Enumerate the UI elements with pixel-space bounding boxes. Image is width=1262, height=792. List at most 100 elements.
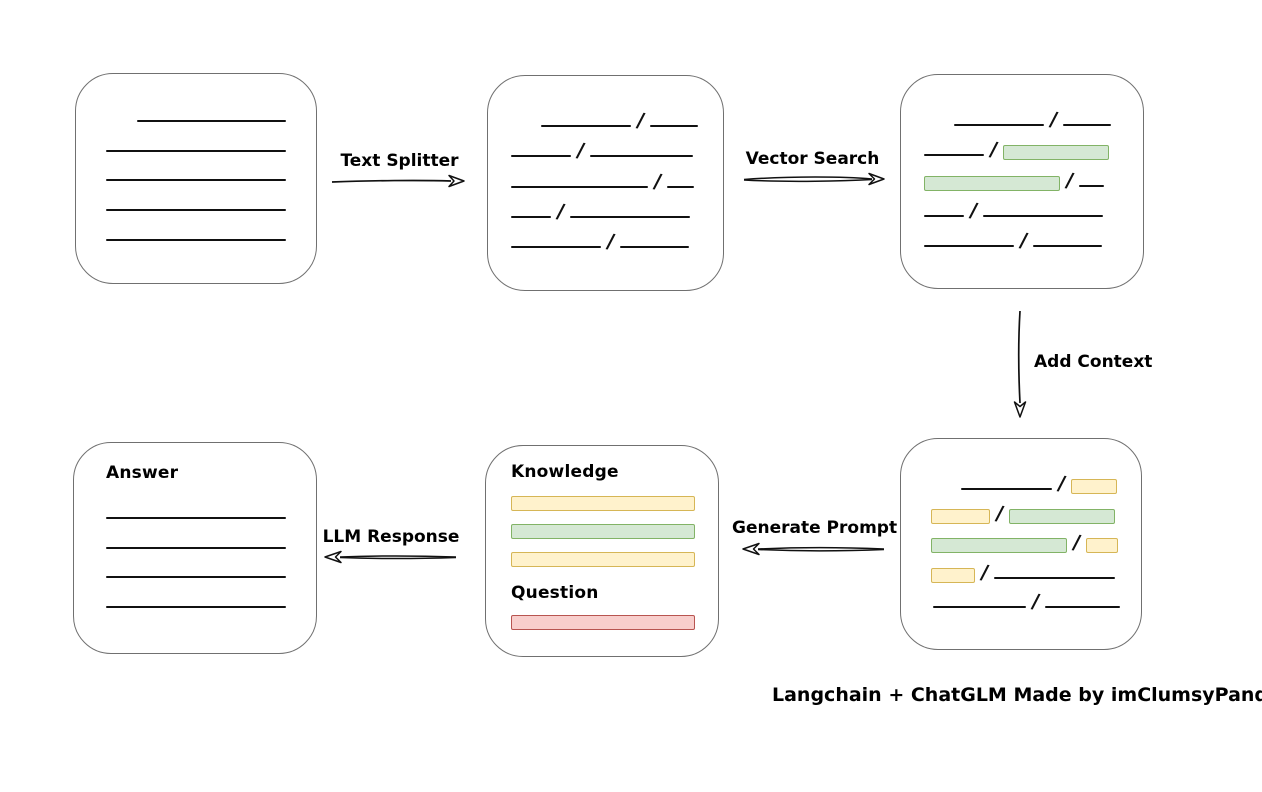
- llm-response-arrow: [324, 550, 457, 564]
- prompt-node: Knowledge Question: [485, 445, 719, 657]
- text-row: /: [931, 525, 1119, 555]
- slash-separator: /: [605, 228, 617, 254]
- text-row: [106, 157, 286, 182]
- green-highlight-bar: [511, 524, 695, 539]
- text-row: /: [924, 163, 1105, 192]
- knowledge-bars: [511, 496, 695, 580]
- slash-separator: /: [968, 197, 980, 223]
- text-line: [667, 185, 695, 188]
- question-heading: Question: [511, 583, 599, 603]
- yellow-highlight-bar: [511, 496, 695, 511]
- green-highlight-bar: [1009, 508, 1116, 524]
- text-line: [106, 576, 286, 579]
- text-line: [106, 517, 286, 519]
- generate-prompt-label: Generate Prompt: [732, 518, 898, 538]
- slash-separator: /: [1071, 529, 1083, 555]
- text-row: /: [511, 164, 695, 194]
- text-splitter-arrow: [331, 174, 465, 188]
- text-row: /: [924, 223, 1103, 253]
- text-row: /: [511, 194, 691, 224]
- text-line: [541, 125, 631, 127]
- text-line: [106, 149, 286, 152]
- text-line: [961, 488, 1052, 490]
- text-line: [1045, 606, 1121, 608]
- yellow-highlight-bar: [931, 567, 975, 583]
- text-row: /: [961, 466, 1118, 496]
- slash-separator: /: [1056, 470, 1068, 496]
- yellow-highlight-bar: [931, 508, 990, 524]
- text-line: [994, 576, 1116, 579]
- green-highlight-bar: [924, 175, 1060, 191]
- answer-node: Answer: [73, 442, 317, 654]
- text-line: [954, 124, 1044, 126]
- credit-caption: Langchain + ChatGLM Made by imClumsyPand…: [772, 684, 1262, 706]
- answer-heading: Answer: [106, 463, 179, 483]
- yellow-highlight-bar: [1086, 538, 1119, 553]
- text-line: [1063, 124, 1112, 126]
- context-text-node: /////: [900, 438, 1142, 650]
- slash-separator: /: [1048, 106, 1060, 132]
- text-row: /: [924, 193, 1104, 223]
- slash-separator: /: [988, 136, 1000, 162]
- text-row: /: [931, 555, 1116, 584]
- slash-separator: /: [979, 559, 991, 584]
- matched-text-node: /////: [900, 74, 1144, 289]
- text-row: /: [954, 102, 1112, 132]
- text-line: [106, 606, 286, 609]
- slash-separator: /: [994, 500, 1006, 525]
- text-line: [620, 246, 690, 249]
- text-line: [106, 179, 286, 182]
- text-row: [106, 554, 286, 579]
- slash-separator: /: [575, 137, 587, 163]
- text-row: [106, 584, 286, 609]
- slash-separator: /: [1018, 227, 1030, 253]
- text-row: /: [924, 132, 1110, 162]
- text-row: /: [931, 496, 1116, 525]
- vector-search-label: Vector Search: [745, 149, 880, 169]
- text-line: [511, 215, 551, 218]
- text-line: [590, 155, 694, 158]
- text-line: [570, 215, 691, 218]
- text-line: [106, 209, 286, 212]
- llm-response-label: LLM Response: [322, 527, 460, 547]
- yellow-highlight-bar: [1071, 479, 1118, 494]
- text-splitter-label: Text Splitter: [340, 151, 459, 171]
- vector-search-arrow: [743, 172, 885, 186]
- yellow-highlight-bar: [511, 552, 695, 567]
- text-row: [106, 525, 286, 549]
- text-line: [1079, 184, 1105, 187]
- knowledge-heading: Knowledge: [511, 462, 619, 482]
- text-row: [106, 495, 286, 519]
- add-context-label: Add Context: [1034, 352, 1153, 372]
- text-row: /: [511, 224, 690, 254]
- green-highlight-bar: [931, 538, 1067, 553]
- generate-prompt-arrow: [742, 542, 885, 556]
- text-line: [924, 154, 984, 157]
- document-lines: [76, 74, 316, 283]
- text-line: [106, 238, 286, 241]
- text-line: [983, 214, 1104, 217]
- text-row: [106, 128, 286, 152]
- slash-separator: /: [652, 168, 664, 194]
- matched-text-lines: /////: [901, 75, 1143, 288]
- text-row: [106, 217, 286, 241]
- text-line: [511, 155, 571, 158]
- text-line: [924, 214, 964, 217]
- context-text-lines: /////: [901, 439, 1141, 649]
- text-line: [650, 125, 699, 127]
- text-row: /: [933, 584, 1121, 613]
- slash-separator: /: [555, 198, 567, 224]
- green-highlight-bar: [1003, 145, 1110, 161]
- text-row: [137, 98, 286, 122]
- answer-lines: [74, 443, 316, 653]
- add-context-arrow: [1013, 310, 1027, 418]
- split-text-node: / / / / /: [487, 75, 724, 291]
- text-line: [933, 606, 1026, 608]
- slash-separator: /: [635, 107, 647, 133]
- document-node: [75, 73, 317, 284]
- text-line: [137, 120, 286, 122]
- text-row: /: [511, 133, 694, 163]
- text-line: [106, 546, 286, 549]
- text-line: [1033, 245, 1103, 248]
